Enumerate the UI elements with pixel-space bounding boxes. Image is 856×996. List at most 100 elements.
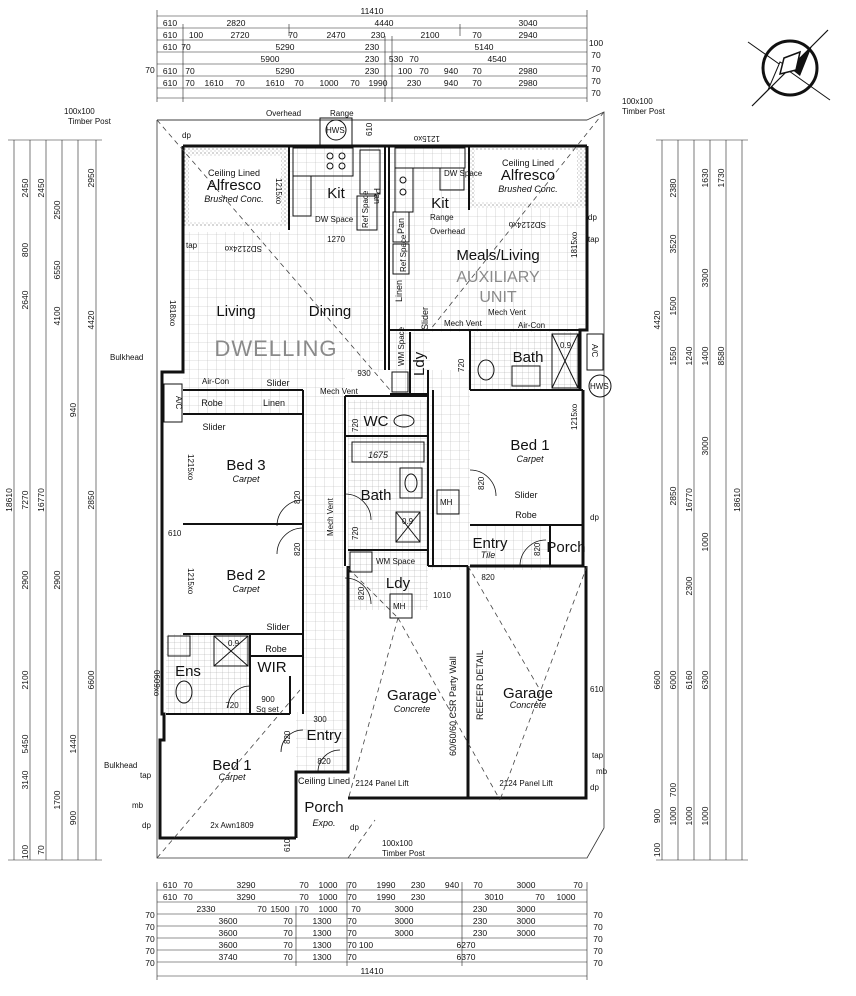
dim-text: 70	[283, 928, 293, 938]
dp-label: dp	[182, 131, 191, 140]
dim-text: 610	[163, 892, 177, 902]
dim-text: 1000	[684, 806, 694, 825]
dim-text: 5450	[20, 734, 30, 753]
dim-text: 70	[294, 78, 304, 88]
dim-text: 70	[183, 880, 193, 890]
dim-text: 1300	[313, 952, 332, 962]
dim-text: 6300	[700, 670, 710, 689]
carpet-label: Carpet	[232, 474, 260, 484]
door-size: 820	[357, 586, 366, 600]
dim-text: 70	[288, 30, 298, 40]
room-bed1-left: Bed 1	[212, 757, 251, 774]
door-swings	[227, 469, 547, 773]
dim-text: 4440	[375, 18, 394, 28]
dim-text: 70	[235, 78, 245, 88]
dim-text: 1000	[668, 806, 678, 825]
robe-label: Robe	[201, 398, 223, 408]
dim-text: 3740	[219, 952, 238, 962]
timber-post-label: Timber Post	[622, 107, 666, 116]
dim-text: 100	[20, 845, 30, 859]
dim-text: 1300	[313, 916, 332, 926]
dim-text: 70	[591, 76, 601, 86]
window-kit-left: 1215xo	[274, 178, 283, 205]
dim-text: 700	[668, 783, 678, 797]
slider-label: Slider	[266, 622, 289, 632]
dim-text: 1240	[684, 346, 694, 365]
room-living: Living	[216, 303, 255, 320]
dim-text: 1990	[369, 78, 388, 88]
dim-text: 70	[257, 904, 267, 914]
dim-text: 1000	[557, 892, 576, 902]
dim-text: 70	[347, 892, 357, 902]
sq-set-label: Sq set	[256, 705, 279, 714]
dim-text: 70	[593, 934, 603, 944]
expo-label: Expo.	[312, 818, 335, 828]
timber-post-label: Timber Post	[68, 117, 112, 126]
room-entry-left: Entry	[306, 727, 342, 744]
dim-text: 230	[473, 916, 487, 926]
dim-text: 100	[189, 30, 203, 40]
slider-label: Slider	[514, 490, 537, 500]
dim-text: 70	[347, 928, 357, 938]
dim-text: 4420	[652, 310, 662, 329]
dim-text: 70	[185, 66, 195, 76]
dim-text: 5140	[475, 42, 494, 52]
tap-label: tap	[592, 751, 604, 760]
left-overall-dim: 18610	[4, 488, 14, 512]
door-size: 720	[225, 701, 239, 710]
dim-text: 1630	[700, 168, 710, 187]
dim-text: 100	[652, 843, 662, 857]
dw-space-label: DW Space	[444, 169, 483, 178]
dp-label: dp	[590, 783, 599, 792]
range-label: Range	[330, 109, 354, 118]
range-label: Range	[430, 213, 454, 222]
dim-text: 70	[347, 940, 357, 950]
bath-size: 1675	[368, 450, 389, 460]
window-bed1-right: 1215xo	[570, 403, 579, 430]
dim-text: 3520	[668, 234, 678, 253]
dim-text: 230	[407, 78, 421, 88]
dim-text: 6000	[668, 670, 678, 689]
mech-vent-label: Mech Vent	[320, 387, 359, 396]
dim-text: 2450	[20, 178, 30, 197]
dim-text: 1000	[319, 904, 338, 914]
dim-text: 230	[411, 892, 425, 902]
dim-text: 70	[573, 880, 583, 890]
hws-label: HWS	[590, 382, 609, 391]
dim-text: 5290	[276, 66, 295, 76]
room-garage-right: Garage	[503, 685, 553, 702]
dim-text: 100	[359, 940, 373, 950]
tap-label: tap	[140, 771, 152, 780]
dim-text: 230	[365, 66, 379, 76]
dim-text: 70	[350, 78, 360, 88]
dim-text: 1300	[313, 940, 332, 950]
room-wir: WIR	[257, 659, 286, 676]
timber-post-size: 100x100	[382, 839, 413, 848]
slider-label: Slider	[266, 378, 289, 388]
dim-text: 70	[283, 952, 293, 962]
dp-label: dp	[590, 513, 599, 522]
timber-post-size: 100x100	[64, 107, 95, 116]
bulkhead-label: Bulkhead	[104, 761, 137, 770]
dim-text: 1730	[716, 168, 726, 187]
dim-text: 70	[591, 50, 601, 60]
dim-text: 70	[419, 66, 429, 76]
dim-text: 230	[473, 904, 487, 914]
dim-text: 940	[68, 403, 78, 417]
tap-label: tap	[186, 241, 198, 250]
ceiling-lined-label: Ceiling Lined	[502, 158, 554, 168]
external-walls	[158, 144, 589, 840]
room-labels: DWELLING AUXILIARY UNIT Kit Pan Kit Pan …	[175, 185, 586, 816]
dim-text: 230	[371, 30, 385, 40]
bottom-dimension-text: 610 70 3290 70 1000 70 1990 230 940 70 3…	[145, 880, 603, 976]
room-pan-right: Pan	[396, 218, 406, 234]
slider-label: Slider	[420, 307, 430, 330]
mech-vent-label: Mech Vent	[444, 319, 483, 328]
top-overall-dim: 11410	[360, 6, 383, 16]
dim-610: 610	[283, 838, 292, 852]
bottom-dimension-lines	[156, 882, 588, 980]
room-garage-left: Garage	[387, 687, 437, 704]
linen-label: Linen	[263, 398, 285, 408]
overhead-label: Overhead	[266, 109, 301, 118]
